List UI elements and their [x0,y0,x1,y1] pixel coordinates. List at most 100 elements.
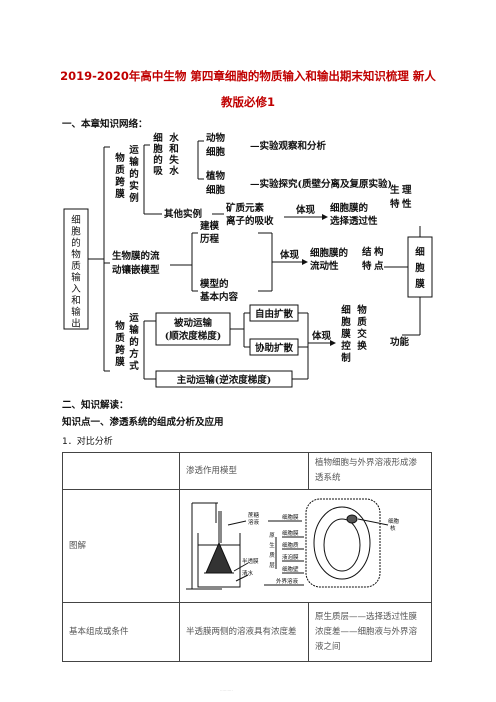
fig-label-nucleus-2: 核 [390,524,396,532]
mindmap-physio-char: 性 [402,198,412,210]
fig-label-water: 清水 [242,569,254,577]
mindmap-root-char: 物 [71,249,81,261]
mindmap-examples-char: 例 [129,192,139,204]
mindmap-plant-cell-2: 细胞 [206,184,226,196]
mindmap-modeling-1: 建模 [199,220,220,232]
section-heading-2: 二、知识解读： [62,400,129,411]
mindmap-animal-cell-1: 动物 [206,132,226,144]
mindmap-animal-cell-2: 细胞 [206,146,226,158]
mindmap-fluidity-1: 细胞膜的 [310,247,349,259]
mindmap-control-char: 控 [341,340,351,352]
fig-label-membrane: 半透膜 [242,557,259,565]
mindmap-examples-char: 输 [129,156,139,168]
mindmap-water-char: 的 [153,154,163,166]
mindmap-control-char: 交 [357,328,367,340]
mindmap-fluidity-2: 流动性 [310,260,339,272]
section-heading-1: 一、本章知识网络： [62,119,148,130]
mindmap-root-char: 胞 [71,226,81,238]
mindmap-membrane-char: 胞 [414,262,425,274]
mindmap-water-char: 胞 [152,143,163,155]
mindmap-physio-char: 特 [390,198,400,210]
table-cell: 图解 [62,489,180,603]
mindmap-examples-char: 的 [129,168,139,180]
mindmap-examples-char: 运 [129,145,139,156]
table-cell: 渗透作用模型 [179,452,309,490]
mindmap-root-char: 入 [71,284,81,295]
mindmap-root-char: 质 [71,260,81,272]
page-footer: ·········· [220,688,233,693]
mindmap-water-char: 水 [169,165,179,177]
mindmap-structure-char: 点 [374,260,384,272]
mindmap-modes-char: 质 [115,332,125,344]
mindmap-control-char: 膜 [340,328,351,340]
mindmap-water-char: 水 [169,132,179,144]
fig-protoplast-bracket: 原生质层 [269,532,275,569]
fig-label-sucrose-1: 蔗糖 [248,511,260,519]
table-row: 图解 蔗糖 溶液 半透 [62,489,432,603]
mindmap-control-char: 制 [341,352,351,364]
mindmap-modes-char: 跨 [115,344,125,356]
knowledge-point-1: 知识点一、渗透系统的组成分析及应用 [62,417,224,428]
mindmap-facilitated-diffusion: 协助扩散 [255,342,294,354]
mindmap-modes-char: 的 [129,336,139,348]
subheading-compare: 1．对比分析 [62,437,113,447]
mindmap-mineral-1: 矿质元素 [226,202,265,214]
mindmap-structure-char: 结 [361,246,372,258]
fig-label-nucleus-1: 细胞 [388,517,400,525]
mindmap-embody-3: 体现 [312,330,332,342]
table-row: 基本组成或条件 半透膜两侧的溶液具有浓度差 原生质层——选择透过性膜浓度差——细… [62,602,432,662]
mindmap-experiment-2: —实验探究(质壁分离及复原实验) [250,178,392,190]
mindmap-passive-1: 被动运输 [174,317,213,329]
table-row: 渗透作用模型 植物细胞与外界溶液形成渗透系统 [62,452,432,490]
mindmap-control-char: 质 [357,316,367,328]
mindmap-physio-char: 理 [402,185,412,196]
mindmap-modeling-2: 历程 [200,233,220,245]
mindmap-water-char: 细 [153,132,163,144]
mindmap-structure-char: 构 [374,246,384,258]
mindmap-examples-char: 实 [129,180,139,192]
mindmap-selective-2: 选择透过性 [330,215,378,227]
mindmap-examples-char: 物 [115,152,125,164]
figure-cell: 蔗糖 溶液 半透膜 清水 原生质层 细胞膜 细胞膜 细胞质 液泡膜 细胞壁 外界… [179,489,432,603]
osmosis-figure: 蔗糖 溶液 半透膜 清水 原生质层 细胞膜 细胞膜 细胞质 液泡膜 细胞壁 外界… [186,498,400,590]
mindmap-membrane-char: 细 [415,246,425,258]
mindmap-structure-char: 特 [362,260,372,272]
mindmap-model-content-2: 基本内容 [199,291,239,303]
mindmap-function: 功能 [390,336,410,348]
fig-label-cytoplasm: 细胞质 [282,541,299,549]
mindmap-root-char: 和 [71,296,81,307]
mindmap-control-char: 细 [341,304,351,316]
mindmap-fluid-mosaic-2: 动镶嵌模型 [112,264,160,276]
table-cell: 植物细胞与外界溶液形成渗透系统 [308,452,432,490]
doc-title-line2: 教版必修1 [220,95,275,109]
mindmap-root-char: 细 [71,214,81,226]
mindmap-plant-cell-1: 植物 [205,170,226,182]
mindmap-other-examples: 其他实例 [164,208,202,220]
mindmap-physio-char: 生 [390,184,400,196]
mindmap-cell-membrane-box: 细胞膜 [414,246,425,290]
mindmap-root-char: 输 [71,306,81,318]
mindmap-modes-char: 输 [129,324,139,336]
mindmap-structural-trait: 结构特点 [361,246,384,272]
fig-bracket-char: 层 [269,562,275,569]
mindmap-water-char: 和 [168,143,179,155]
mindmap-model-content-1: 模型的 [200,278,229,290]
fig-label-sucrose-2: 溶液 [248,518,260,526]
table-cell [62,452,180,490]
fig-label-external-solution: 外界溶液 [276,577,299,585]
mindmap-control-char: 物 [357,304,367,316]
mindmap-root-char: 出 [71,318,81,330]
mindmap-water-char: 吸 [153,166,163,177]
mindmap-modes-char: 物 [115,320,125,332]
comparison-table: 渗透作用模型 植物细胞与外界溶液形成渗透系统 图解 [62,452,432,662]
fig-bracket-char: 生 [269,541,275,549]
mindmap-root-char: 输 [71,272,81,284]
doc-title-line1: 2019-2020年高中生物 第四章细胞的物质输入和输出期末知识梳理 新人 [60,69,436,83]
mindmap-fluid-mosaic-1: 生物膜的流 [112,250,160,262]
mindmap-examples-char: 质 [115,164,125,176]
mindmap-control-char: 换 [357,340,367,352]
mindmap-embody-1: 体现 [296,204,316,216]
